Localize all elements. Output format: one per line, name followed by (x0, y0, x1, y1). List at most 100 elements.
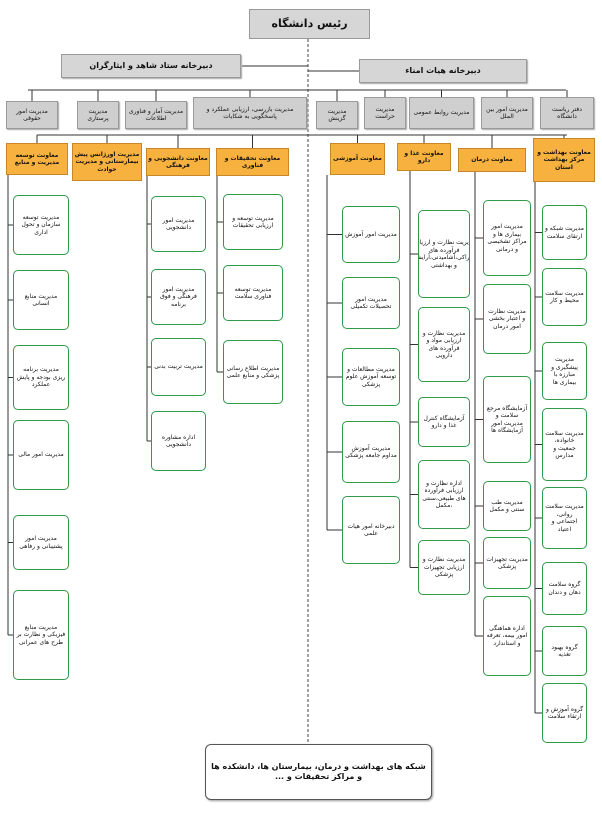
unit-box-d4-2[interactable]: مدیریت توسعه فناوری سلامت (223, 265, 283, 321)
unit-box-d7-4[interactable]: مدیریت طب سنتی و مکمل (483, 481, 531, 531)
manager-box-m3-label: مدیریت آمار و فناوری اطلاعات (128, 107, 184, 123)
unit-box-d5-4[interactable]: مدیریت آموزش مداوم جامعه پزشکی (342, 421, 400, 483)
deputy-box-d8-label: معاونت بهداشت و مرکز بهداشت استان (537, 148, 591, 171)
manager-box-m1[interactable]: مدیریت امور حقوقی (6, 101, 58, 129)
unit-box-d8-2-label: مدیریت سلامت محیط و کار (545, 289, 584, 305)
unit-box-d6-3-label: آزمایشگاه کنترل غذا و دارو (423, 414, 465, 430)
deputy-box-d1[interactable]: معاونت توسعه مدیریت و منابع (6, 143, 68, 175)
unit-box-d5-2[interactable]: مدیریت امور تحصیلات تکمیلی (342, 277, 400, 329)
unit-box-d8-2[interactable]: مدیریت سلامت محیط و کار (542, 268, 587, 326)
unit-box-d6-1[interactable]: مدیریت نظارت و ارزیابی فرآورده های خوراک… (418, 210, 470, 298)
unit-box-d7-3[interactable]: آزمایشگاه مرجع سلامت و مدیریت امور آزمای… (483, 376, 531, 463)
unit-box-d8-4-label: مدیریت سلامت خانواده، جمعیت و مدارس (545, 429, 584, 460)
unit-box-d1-4-label: مدیریت امور مالی (18, 451, 64, 459)
staff-box-s1-label: دبیرخانه ستاد شاهد و ایثارگران (89, 61, 213, 70)
deputy-box-d6-label: معاونت غذا و دارو (404, 149, 444, 165)
unit-box-d5-1[interactable]: مدیریت امور آموزش (342, 206, 400, 263)
manager-box-m3[interactable]: مدیریت آمار و فناوری اطلاعات (125, 101, 187, 129)
manager-box-m1-label: مدیریت امور حقوقی (16, 107, 48, 123)
unit-box-d8-7[interactable]: گروه بهبود تغذیه (542, 626, 587, 676)
deputy-box-d4[interactable]: معاونت تحقیقات و فناوری (216, 148, 289, 176)
unit-box-d5-2-label: مدیریت امور تحصیلات تکمیلی (350, 295, 392, 311)
unit-box-d7-5[interactable]: مدیریت تجهیزات پزشکی (483, 537, 531, 589)
unit-box-d3-3-label: مدیریت تربیت بدنی (154, 363, 203, 371)
unit-box-d8-6[interactable]: گروه سلامت دهان و دندان (542, 562, 587, 615)
unit-box-d6-4[interactable]: اداره نظارت و ارزیابی فرآورده های طبیعی،… (418, 460, 470, 529)
staff-box-s1[interactable]: دبیرخانه ستاد شاهد و ایثارگران (61, 54, 241, 78)
unit-box-d8-3[interactable]: مدیریت پیشگیری و مبارزه با بیماری ها (542, 342, 587, 400)
bottom-network-box-label: شبکه های بهداشت و درمان، بیمارستان ها، د… (211, 762, 426, 781)
manager-box-m5[interactable]: مدیریت گزینش (316, 101, 358, 129)
bottom-network-box[interactable]: شبکه های بهداشت و درمان، بیمارستان ها، د… (205, 744, 432, 800)
manager-box-m4[interactable]: مدیریت بازرسی، ارزیابی عملکرد و پاسخگویی… (193, 97, 307, 129)
unit-box-d7-1[interactable]: مدیریت امور بیماری ها و مراکز تشخیصی و د… (483, 200, 531, 276)
unit-box-d1-2[interactable]: مدیریت منابع انسانی (13, 270, 69, 330)
unit-box-d7-6-label: اداره هماهنگی امور بیمه، تعرفه و استاندا… (486, 624, 528, 647)
unit-box-d6-5[interactable]: مدیریت نظارت و ارزیابی تجهیزات پزشکی (418, 540, 470, 595)
manager-box-m9[interactable]: دفتر ریاست دانشگاه (540, 97, 594, 129)
deputy-box-d7[interactable]: معاونت درمان (458, 148, 526, 172)
manager-box-m6[interactable]: مدیریت حراست (364, 97, 406, 129)
manager-box-m2[interactable]: مدیریت پرستاری (77, 101, 119, 129)
unit-box-d3-2[interactable]: مدیریت امور فرهنگی و فوق برنامه (151, 269, 206, 325)
unit-box-d3-1[interactable]: مدیریت امور دانشجویی (151, 196, 206, 252)
unit-box-d1-5[interactable]: مدیریت امور پشتیبانی و رفاهی (13, 515, 69, 570)
deputy-box-d4-label: معاونت تحقیقات و فناوری (224, 154, 281, 170)
unit-box-d1-5-label: مدیریت امور پشتیبانی و رفاهی (19, 535, 63, 550)
unit-box-d3-3[interactable]: مدیریت تربیت بدنی (151, 338, 206, 396)
unit-box-d8-1[interactable]: مدیریت شبکه و ارتقای سلامت (542, 205, 587, 260)
staff-box-s2-label: دبیرخانه هیات امناء (405, 66, 481, 75)
unit-box-d6-2[interactable]: مدیریت نظارت و ارزیابی مواد و فرآورده ها… (418, 307, 470, 382)
unit-box-d5-3[interactable]: مدیریت مطالعات و توسعه آموزش علوم پزشکی (342, 348, 400, 406)
unit-box-d5-5-label: دبیرخانه امور هیات علمی (347, 522, 395, 538)
unit-box-d8-3-label: مدیریت پیشگیری و مبارزه با بیماری ها (551, 356, 578, 386)
unit-box-d5-4-label: مدیریت آموزش مداوم جامعه پزشکی (345, 444, 397, 460)
deputy-box-d6[interactable]: معاونت غذا و دارو (397, 143, 451, 171)
unit-box-d5-3-label: مدیریت مطالعات و توسعه آموزش علوم پزشکی (345, 365, 397, 388)
top-box-president-label: رئیس دانشگاه (271, 17, 348, 31)
unit-box-d7-2-label: مدیریت نظارت و اعتبار بخشی امور درمان (488, 307, 526, 330)
unit-box-d1-1[interactable]: مدیریت توسعه سازمان و تحول اداری (13, 195, 69, 255)
unit-box-d3-1-label: مدیریت امور دانشجویی (162, 216, 195, 232)
unit-box-d6-3[interactable]: آزمایشگاه کنترل غذا و دارو (418, 397, 470, 447)
unit-box-d8-4[interactable]: مدیریت سلامت خانواده، جمعیت و مدارس (542, 408, 587, 481)
unit-box-d5-1-label: مدیریت امور آموزش (345, 230, 397, 238)
unit-box-d1-1-label: مدیریت توسعه سازمان و تحول اداری (21, 213, 61, 236)
unit-box-d7-6[interactable]: اداره هماهنگی امور بیمه، تعرفه و استاندا… (483, 596, 531, 676)
deputy-box-d2[interactable]: مدیریت اورژانس پیش بیمارستانی و مدیریت ح… (72, 143, 142, 181)
unit-box-d7-2[interactable]: مدیریت نظارت و اعتبار بخشی امور درمان (483, 284, 531, 354)
unit-box-d1-3[interactable]: مدیریت برنامه ریزی بودجه و پایش عملکرد (13, 345, 69, 410)
deputy-box-d2-label: مدیریت اورژانس پیش بیمارستانی و مدیریت ح… (74, 150, 140, 173)
deputy-box-d8[interactable]: معاونت بهداشت و مرکز بهداشت استان (533, 138, 595, 182)
manager-box-m6-label: مدیریت حراست (375, 105, 395, 121)
manager-box-m7[interactable]: مدیریت روابط عمومی (409, 97, 474, 129)
staff-box-s2[interactable]: دبیرخانه هیات امناء (359, 59, 527, 83)
deputy-box-d1-label: معاونت توسعه مدیریت و منابع (14, 151, 60, 167)
unit-box-d7-3-label: آزمایشگاه مرجع سلامت و مدیریت امور آزمای… (486, 404, 528, 435)
unit-box-d8-7-label: گروه بهبود تغذیه (551, 643, 578, 659)
unit-box-d4-3[interactable]: مدیریت اطلاع رسانی پزشکی و منابع علمی (223, 340, 283, 404)
manager-box-m9-label: دفتر ریاست دانشگاه (552, 105, 582, 121)
unit-box-d1-4[interactable]: مدیریت امور مالی (13, 420, 69, 490)
deputy-box-d3-label: معاونت دانشجویی و فرهنگی (148, 154, 208, 170)
unit-box-d4-1-label: مدیریت توسعه و ارزیابی تحقیقات (232, 214, 274, 230)
manager-box-m8[interactable]: مدیریت امور بین الملل (481, 97, 533, 129)
unit-box-d8-6-label: گروه سلامت دهان و دندان (548, 581, 581, 596)
top-box-president[interactable]: رئیس دانشگاه (249, 9, 370, 39)
unit-box-d6-5-label: مدیریت نظارت و ارزیابی تجهیزات پزشکی (422, 556, 466, 579)
unit-box-d8-8[interactable]: گروه آموزش و ارتقاء سلامت (542, 683, 587, 743)
deputy-box-d5[interactable]: معاونت آموزشی (330, 143, 385, 175)
unit-box-d8-5[interactable]: مدیریت سلامت روانی، اجتماعی و اعتیاد (542, 487, 587, 549)
unit-box-d7-5-label: مدیریت تجهیزات پزشکی (486, 555, 528, 571)
manager-box-m5-label: مدیریت گزینش (327, 107, 347, 123)
unit-box-d3-4-label: اداره مشاوره دانشجویی (161, 433, 196, 449)
unit-box-d5-5[interactable]: دبیرخانه امور هیات علمی (342, 496, 400, 564)
unit-box-d3-4[interactable]: اداره مشاوره دانشجویی (151, 411, 206, 471)
unit-box-d4-1[interactable]: مدیریت توسعه و ارزیابی تحقیقات (223, 194, 283, 250)
unit-box-d1-6-label: مدیریت منابع فیزیکی و نظارت بر طرح های ع… (16, 623, 66, 646)
manager-box-m8-label: مدیریت امور بین الملل (486, 105, 528, 121)
deputy-box-d3[interactable]: معاونت دانشجویی و فرهنگی (146, 148, 210, 176)
unit-box-d1-6[interactable]: مدیریت منابع فیزیکی و نظارت بر طرح های ع… (13, 590, 69, 680)
